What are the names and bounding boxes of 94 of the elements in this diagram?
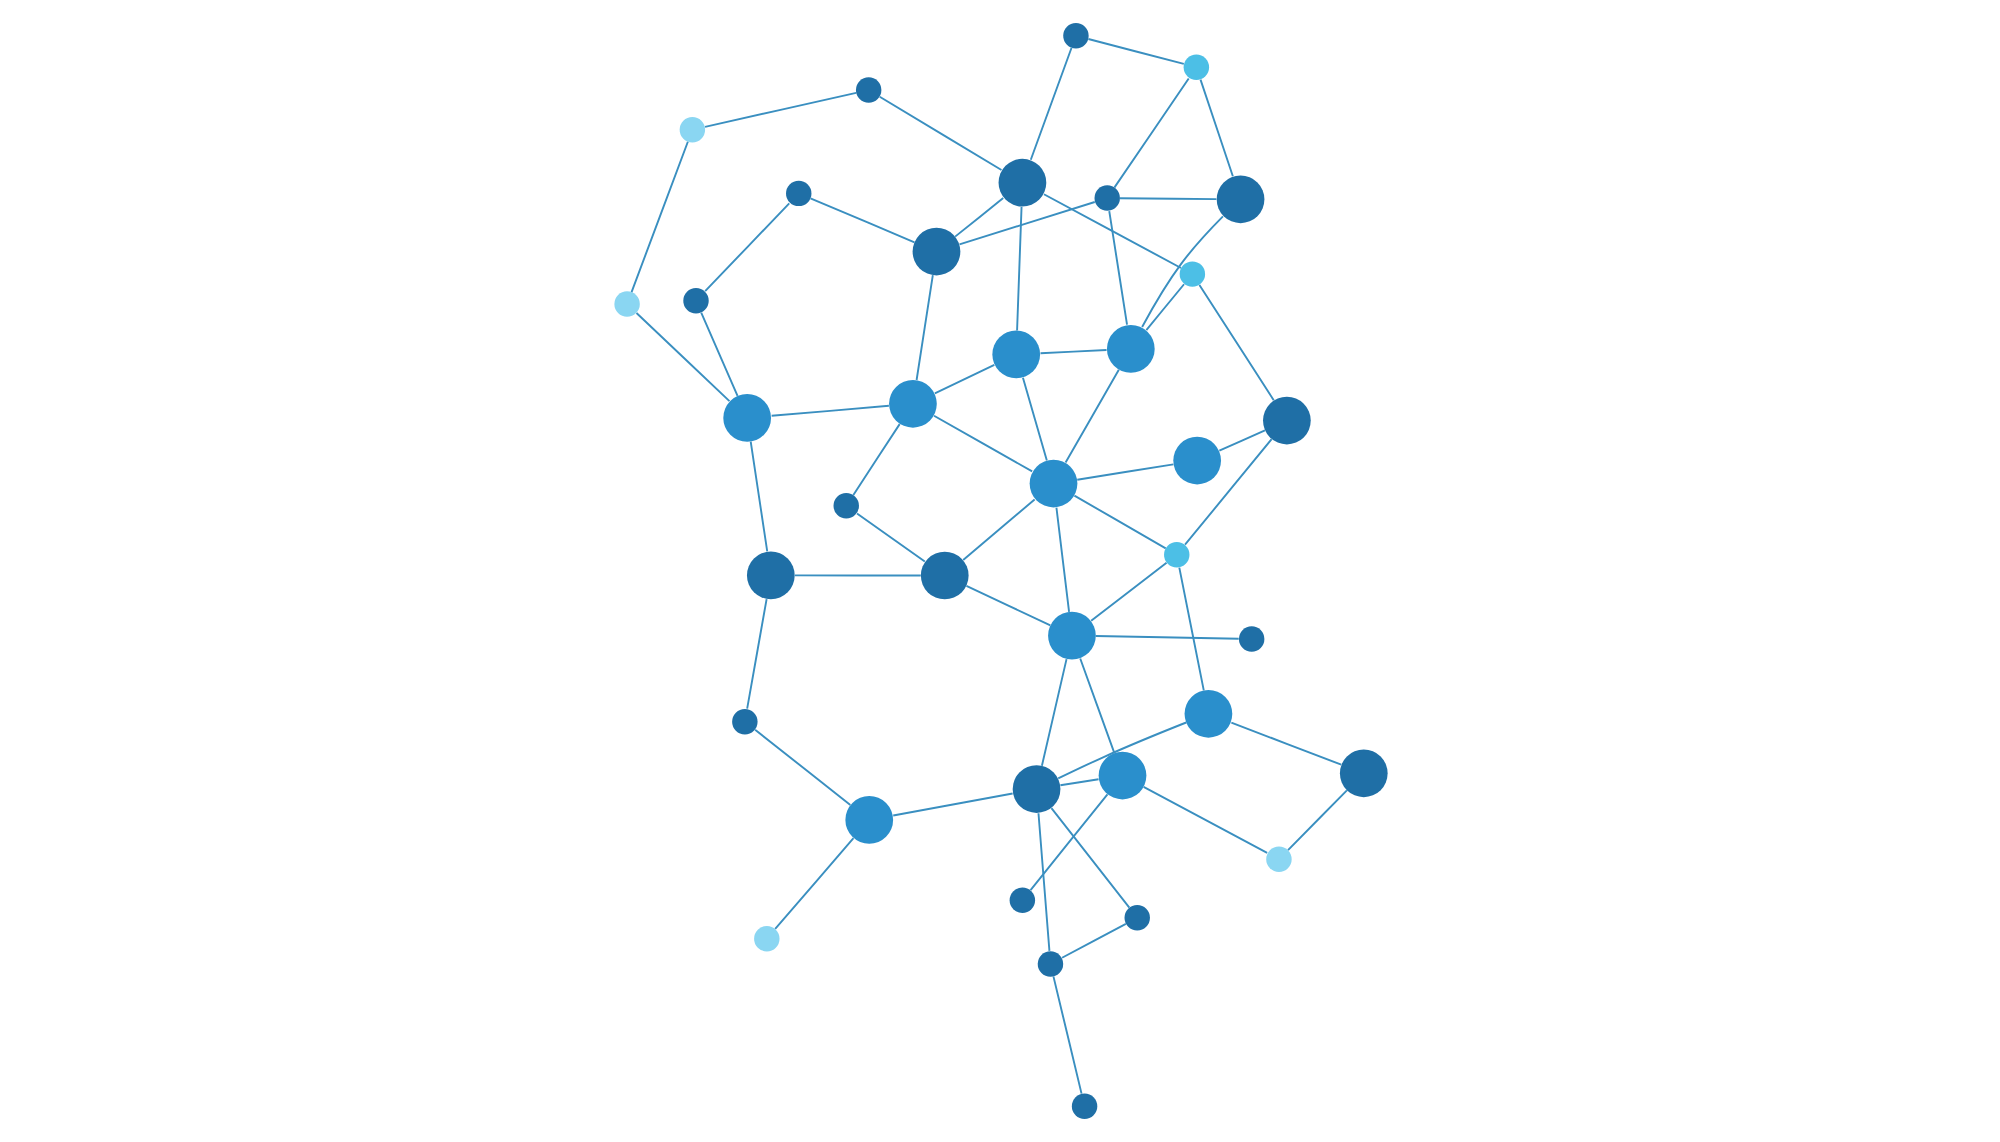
node-circle <box>1070 1093 1097 1119</box>
connector <box>703 202 790 293</box>
connector <box>1217 429 1265 452</box>
connector <box>1140 215 1223 328</box>
connector <box>748 440 768 553</box>
connector <box>932 414 1033 473</box>
node-circle <box>678 117 705 143</box>
connector <box>932 363 995 395</box>
node-circle <box>1338 749 1387 798</box>
connector <box>753 728 851 806</box>
connector <box>699 311 738 397</box>
node-circle <box>1028 459 1077 508</box>
connector <box>961 498 1035 561</box>
node-circle <box>1093 185 1119 211</box>
node-circle <box>888 379 936 428</box>
connector <box>1028 793 1108 892</box>
connector <box>634 312 730 403</box>
connector <box>855 512 925 563</box>
node-circle <box>731 708 757 735</box>
connector <box>1036 812 1050 952</box>
node-circle <box>1047 611 1095 660</box>
connector <box>953 197 1004 238</box>
connector <box>1177 566 1204 692</box>
node-circle <box>919 551 968 600</box>
connector <box>1054 506 1070 613</box>
node-circle <box>1008 887 1035 914</box>
node-circle <box>1178 261 1205 287</box>
node-circle <box>1172 436 1221 485</box>
connector <box>1144 283 1184 331</box>
connector <box>877 95 1002 171</box>
node-circle <box>991 330 1040 379</box>
node-circle <box>1105 325 1154 373</box>
connector <box>1078 657 1115 755</box>
node-circle <box>1062 23 1088 49</box>
node-circle <box>1097 751 1146 800</box>
connector <box>1049 807 1130 909</box>
connector <box>1075 463 1174 481</box>
connector <box>1118 197 1217 201</box>
node-circle <box>1237 626 1264 652</box>
node-circle <box>1163 542 1189 568</box>
node-circle <box>911 227 960 276</box>
connector <box>957 201 1095 246</box>
connector <box>1107 210 1127 326</box>
node-circle <box>785 180 811 207</box>
node-circle <box>613 291 639 317</box>
connector <box>1015 205 1022 332</box>
connector <box>1086 38 1184 65</box>
connector <box>1042 193 1181 269</box>
connector <box>1038 349 1107 355</box>
node-circle <box>832 493 858 519</box>
node-circle <box>854 77 881 103</box>
node-circle <box>1182 54 1209 80</box>
connector <box>851 423 900 496</box>
connector <box>773 837 854 930</box>
connector <box>1021 376 1047 462</box>
connector <box>964 584 1051 627</box>
node-circle <box>1183 689 1232 738</box>
connector <box>1060 922 1126 959</box>
connector <box>1058 778 1099 787</box>
node-circle <box>844 796 893 844</box>
node-circle <box>1011 765 1060 813</box>
connector <box>1072 494 1166 550</box>
connector <box>1141 785 1268 854</box>
node-circle <box>997 158 1046 207</box>
connector <box>1039 658 1067 767</box>
connector <box>891 792 1013 817</box>
node-circle <box>745 551 794 600</box>
connector <box>793 574 921 577</box>
node-circle <box>753 925 779 952</box>
connector <box>1183 438 1272 546</box>
node-circle <box>1123 905 1149 931</box>
node-circle <box>722 394 771 442</box>
connector <box>1198 78 1233 178</box>
connector <box>1197 284 1274 402</box>
connector <box>808 197 915 244</box>
connector <box>1056 721 1187 780</box>
node-circle <box>1215 175 1264 224</box>
connector <box>1229 721 1342 766</box>
connector <box>745 598 767 710</box>
connector <box>914 274 933 381</box>
connector <box>1286 789 1347 852</box>
connector <box>1089 561 1167 622</box>
connector <box>1093 635 1239 640</box>
connector <box>703 91 857 128</box>
node-circle <box>1036 951 1063 977</box>
connector <box>769 404 889 417</box>
connector <box>1063 368 1119 464</box>
node-circle <box>1262 396 1310 445</box>
node-circle <box>682 288 708 314</box>
connector <box>629 140 688 294</box>
connector <box>1112 77 1189 189</box>
connector <box>1028 46 1072 161</box>
node-circle <box>1265 846 1291 872</box>
connector <box>1051 975 1082 1095</box>
